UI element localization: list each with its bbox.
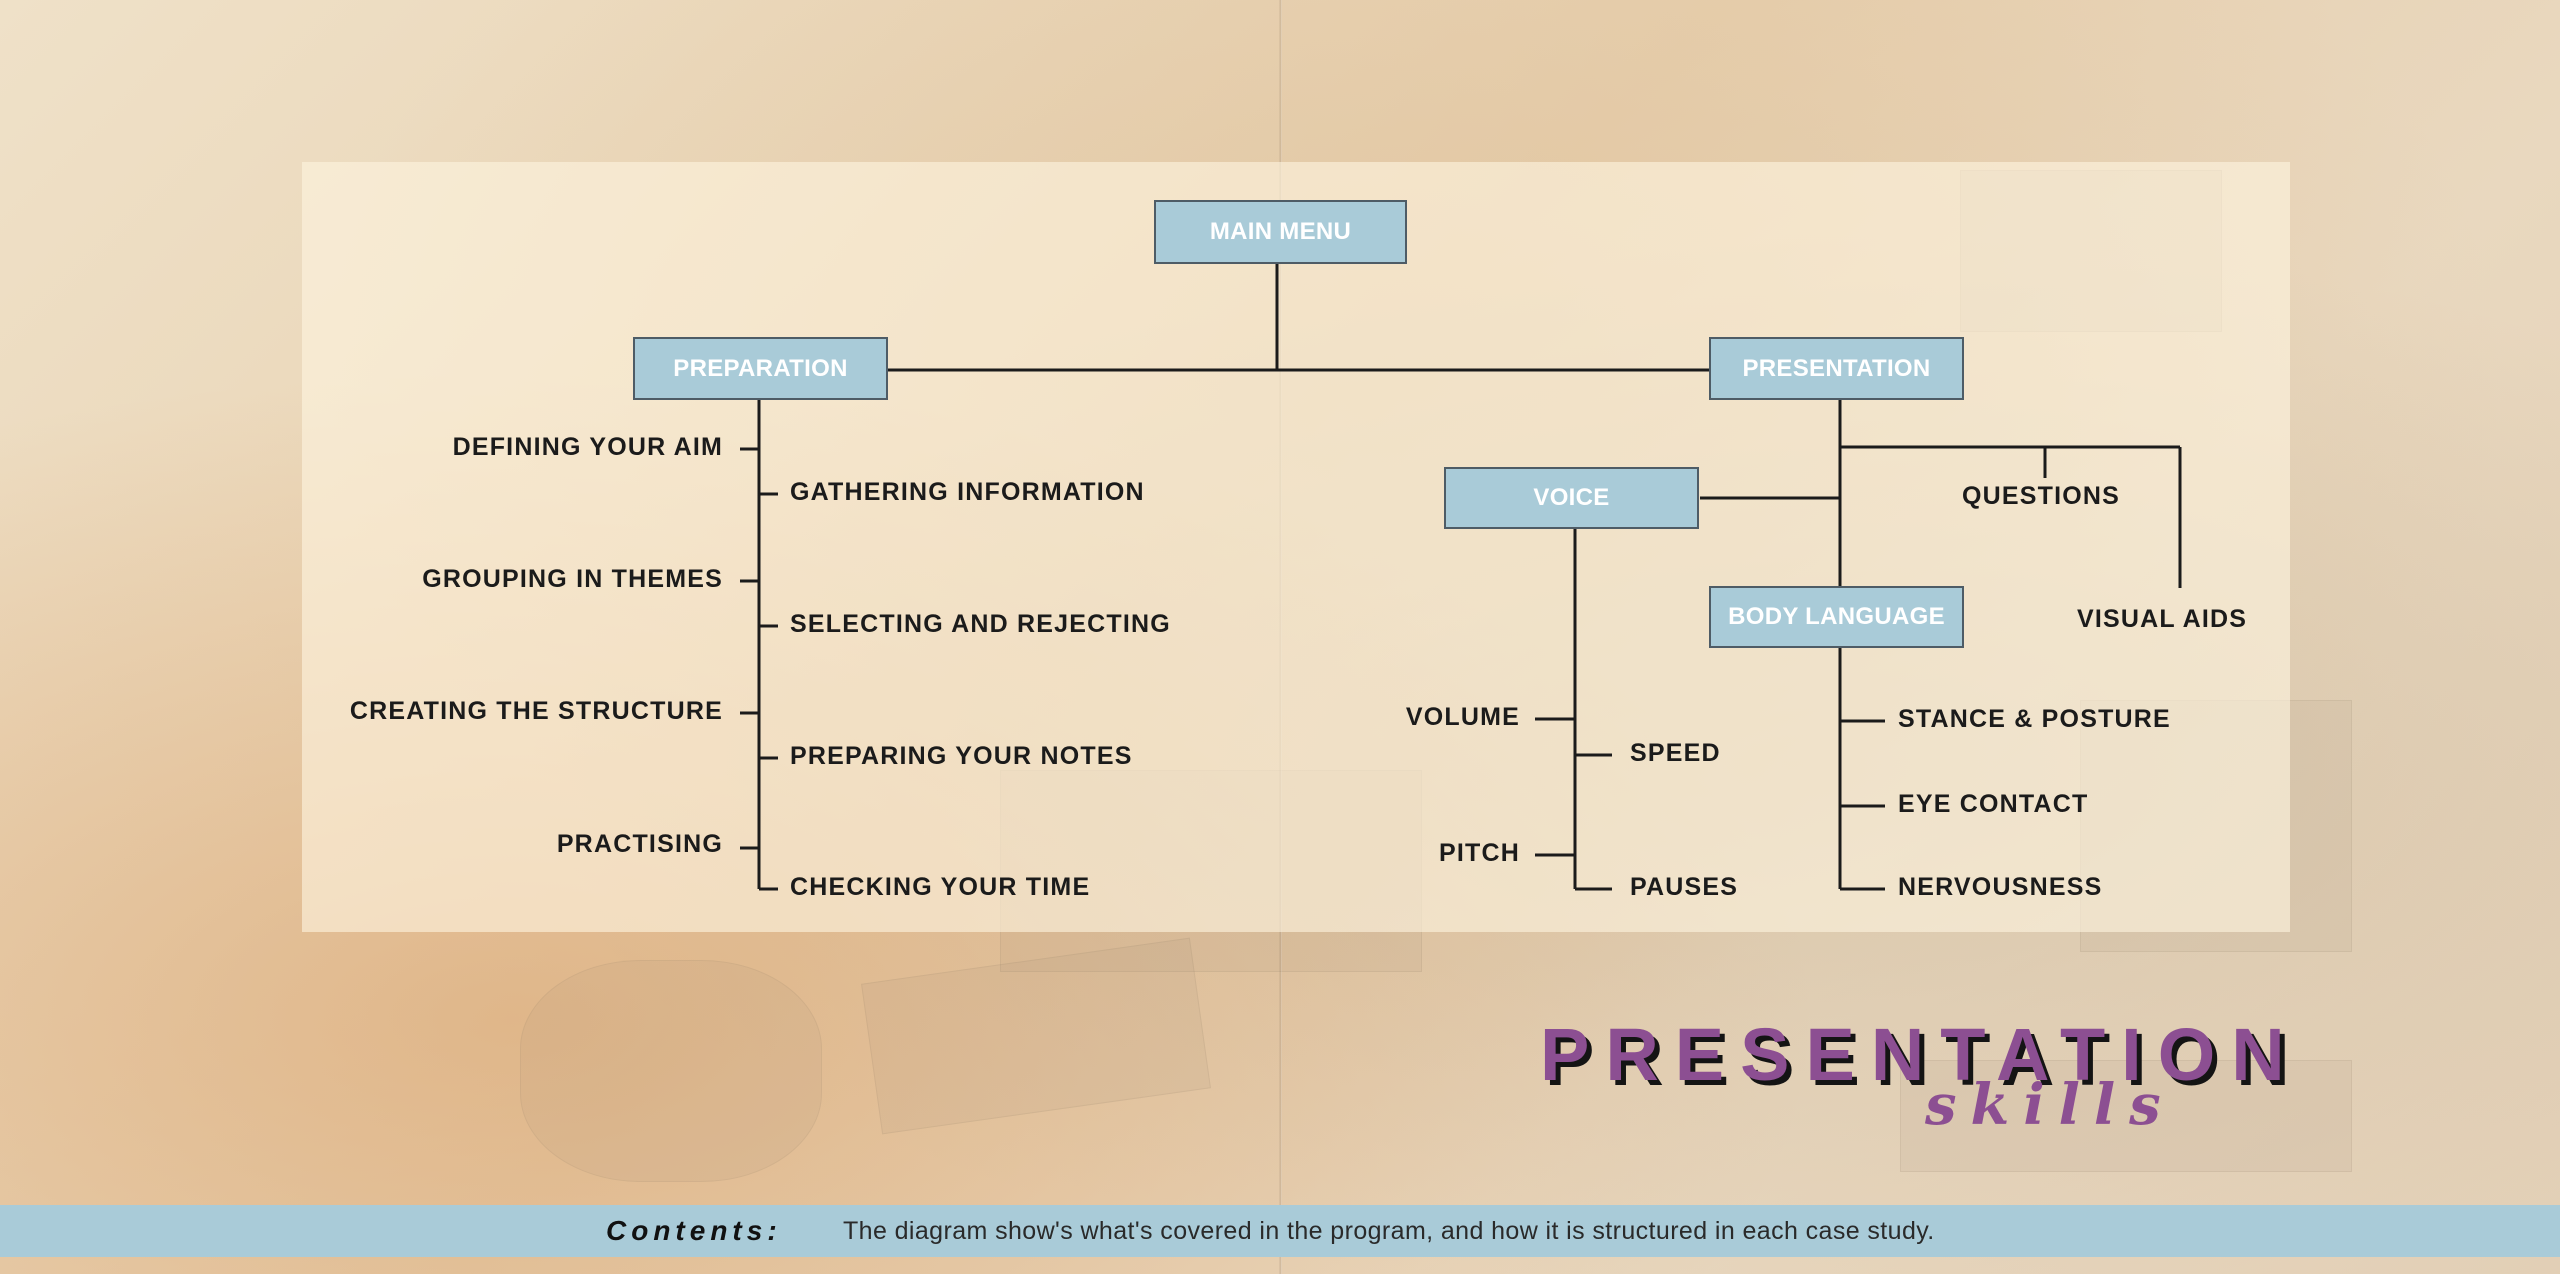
topic-pitch: PITCH	[1439, 839, 1520, 867]
topic-gathering-information: GATHERING INFORMATION	[790, 478, 1145, 506]
footer-bar: Contents: The diagram show's what's cove…	[0, 1205, 2560, 1257]
voice-box: VOICE	[1444, 467, 1699, 529]
topic-checking-your-time: CHECKING YOUR TIME	[790, 873, 1091, 901]
topic-nervousness: NERVOUSNESS	[1898, 873, 2103, 901]
preparation-box: PREPARATION	[633, 337, 888, 400]
brand-title: PRESENTATION	[1540, 1013, 2301, 1096]
body-language-box: BODY LANGUAGE	[1709, 586, 1964, 648]
topic-practising: PRACTISING	[556, 830, 723, 858]
presentation-box: PRESENTATION	[1709, 337, 1964, 400]
topic-selecting-and-rejecting: SELECTING AND REJECTING	[790, 610, 1171, 638]
footer-description: The diagram show's what's covered in the…	[843, 1216, 1935, 1245]
main-menu-box: MAIN MENU	[1154, 200, 1407, 264]
brand-subtitle: skills	[1925, 1072, 2175, 1138]
background-keyboard-shape	[1900, 1060, 2352, 1172]
topic-pauses: PAUSES	[1630, 873, 1739, 901]
footer-title: Contents:	[606, 1215, 782, 1246]
topic-defining-your-aim: DEFINING YOUR AIM	[452, 433, 723, 461]
topic-stance-and-posture: STANCE & POSTURE	[1898, 705, 2171, 733]
background-chair-shape	[520, 960, 822, 1182]
topic-volume: VOLUME	[1405, 703, 1520, 731]
topic-grouping-in-themes: GROUPING IN THEMES	[422, 565, 723, 593]
topic-questions: QUESTIONS	[1962, 482, 2121, 510]
topic-visual-aids: VISUAL AIDS	[2077, 605, 2248, 633]
diagram-panel	[302, 162, 2290, 932]
topic-eye-contact: EYE CONTACT	[1898, 790, 2089, 818]
topic-preparing-your-notes: PREPARING YOUR NOTES	[790, 742, 1133, 770]
topic-speed: SPEED	[1630, 739, 1721, 767]
topic-creating-the-structure: CREATING THE STRUCTURE	[349, 697, 723, 725]
